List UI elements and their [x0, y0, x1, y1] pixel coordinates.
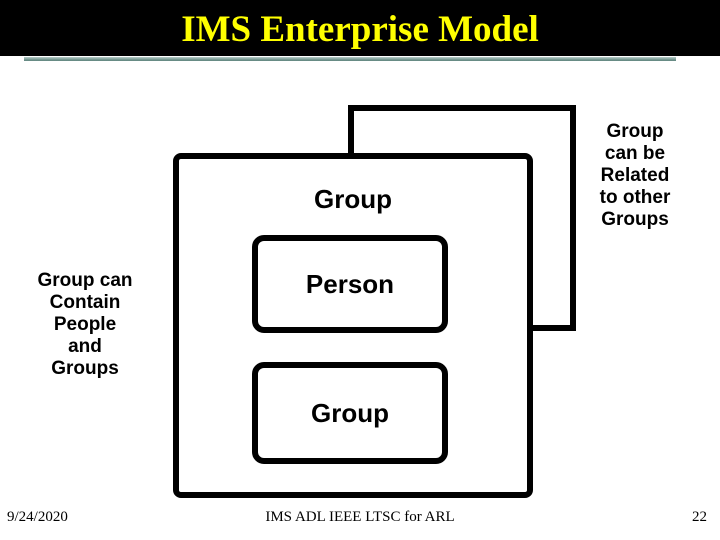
inner-group-label: Group: [311, 397, 389, 428]
outer-group-rect: Group Person Group: [173, 153, 533, 498]
outer-group-label: Group: [314, 184, 392, 214]
footer-date: 9/24/2020: [7, 509, 68, 525]
inner-group-box: Group: [252, 362, 448, 464]
slide-title: IMS Enterprise Model: [181, 8, 539, 50]
person-box: Person: [252, 235, 448, 333]
title-bar: IMS Enterprise Model: [0, 0, 720, 56]
person-label: Person: [305, 268, 395, 299]
footer-center-text: IMS ADL IEEE LTSC for ARL: [265, 509, 455, 525]
left-annotation: Group can Contain People and Groups: [37, 270, 133, 379]
right-annotation: Group can be Related to other Groups: [599, 121, 671, 230]
footer-page-number: 22: [692, 509, 707, 525]
title-separator-line: [24, 57, 676, 61]
